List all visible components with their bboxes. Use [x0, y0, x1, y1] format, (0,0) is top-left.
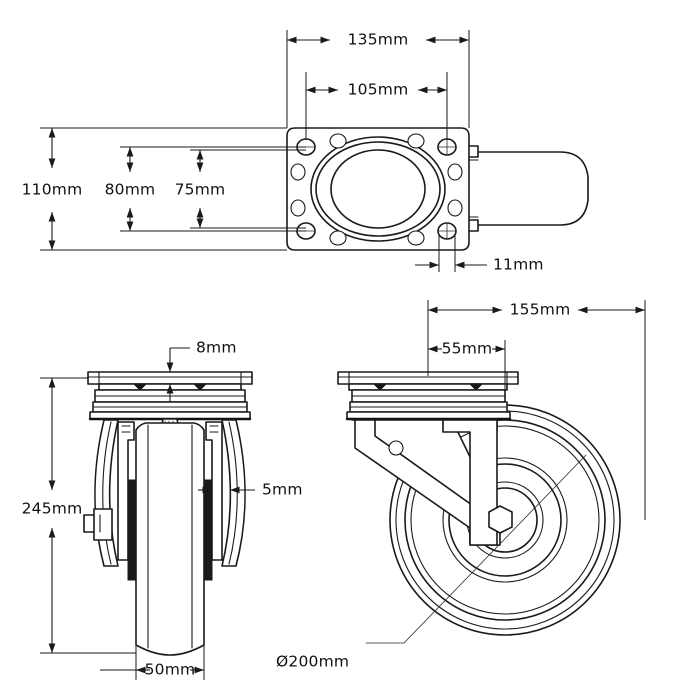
dimension-label-200mm: Ø200mm — [276, 653, 349, 671]
dimension-135mm: 135mm — [286, 30, 470, 128]
view-side-elevation: 155mm 55mm Ø200mm — [276, 300, 646, 671]
dimension-label-11mm: 11mm — [493, 256, 544, 274]
dimension-label-8mm: 8mm — [196, 339, 237, 357]
swivel-raceway-circles — [310, 136, 446, 242]
diameter-leader-200mm — [365, 454, 587, 644]
dimension-label-50mm: 50mm — [145, 661, 196, 679]
dimension-label-75mm: 75mm — [175, 181, 226, 199]
dimension-label-155mm: 155mm — [510, 301, 571, 319]
dimension-5mm: 5mm — [198, 481, 303, 499]
dimension-label-55mm: 55mm — [442, 340, 493, 358]
front-fork-brackets — [117, 421, 223, 561]
front-swivel-housing — [88, 389, 252, 421]
dimension-11mm: 11mm — [415, 236, 544, 274]
dimension-label-80mm: 80mm — [105, 181, 156, 199]
dimension-105mm: 105mm — [305, 72, 448, 140]
front-brake-lever — [83, 508, 113, 541]
dimension-label-110mm: 110mm — [22, 181, 83, 199]
front-wheel — [135, 422, 205, 656]
side-axle-hex-nut — [488, 505, 513, 534]
dimension-label-245mm: 245mm — [22, 500, 83, 518]
plate-rivet-holes — [290, 133, 463, 246]
side-wheel-circles — [389, 404, 621, 636]
dimension-label-5mm: 5mm — [262, 481, 303, 499]
dimension-8mm: 8mm — [166, 339, 237, 402]
dimension-50mm: 50mm — [100, 645, 205, 680]
dimension-245mm: 245mm — [22, 377, 136, 654]
dimension-diameter-200mm: Ø200mm — [276, 653, 349, 671]
view-top-plate: 135mm 105mm 110mm — [22, 30, 589, 274]
dimension-55mm: 55mm — [427, 340, 506, 390]
dimension-75mm: 75mm — [175, 149, 306, 229]
front-wheel-flange-shading — [127, 479, 213, 581]
side-fork-yoke-simple — [354, 419, 501, 546]
side-top-plate — [337, 371, 519, 391]
mounting-plate-outline — [286, 127, 470, 251]
dimension-110mm: 110mm — [22, 127, 287, 251]
wheel-edge-profile — [465, 151, 589, 226]
dimension-80mm: 80mm — [105, 146, 306, 232]
view-front-elevation: 8mm 245mm 5mm — [22, 339, 303, 680]
dimension-label-135mm: 135mm — [348, 31, 409, 49]
dimension-label-105mm: 105mm — [348, 81, 409, 99]
side-swivel-housing — [345, 389, 512, 421]
